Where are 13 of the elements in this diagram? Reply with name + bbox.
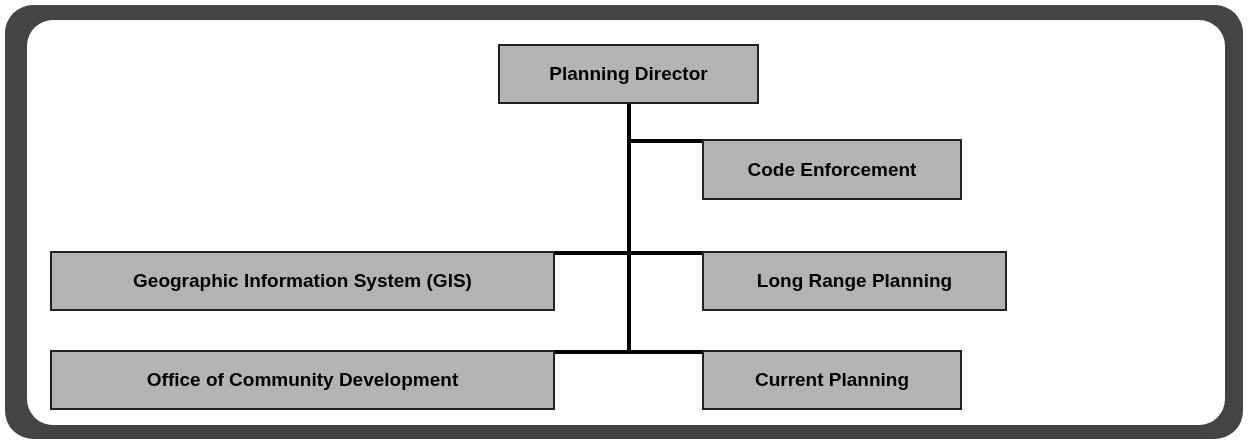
- connector-line: [627, 104, 702, 354]
- box-label: Planning Director: [549, 63, 708, 85]
- org-box: [702, 139, 962, 200]
- box-label: Long Range Planning: [756, 270, 953, 292]
- org-box: [702, 251, 1007, 311]
- org-box: [498, 44, 759, 104]
- box-label: Current Planning: [754, 369, 910, 391]
- org-box: [702, 350, 962, 410]
- box-label: Office of Community Development: [146, 369, 459, 391]
- org-box: [50, 350, 555, 410]
- box-label: Geographic Information System (GIS): [133, 270, 472, 292]
- box-label: Code Enforcement: [747, 158, 917, 181]
- org-box: [50, 251, 555, 311]
